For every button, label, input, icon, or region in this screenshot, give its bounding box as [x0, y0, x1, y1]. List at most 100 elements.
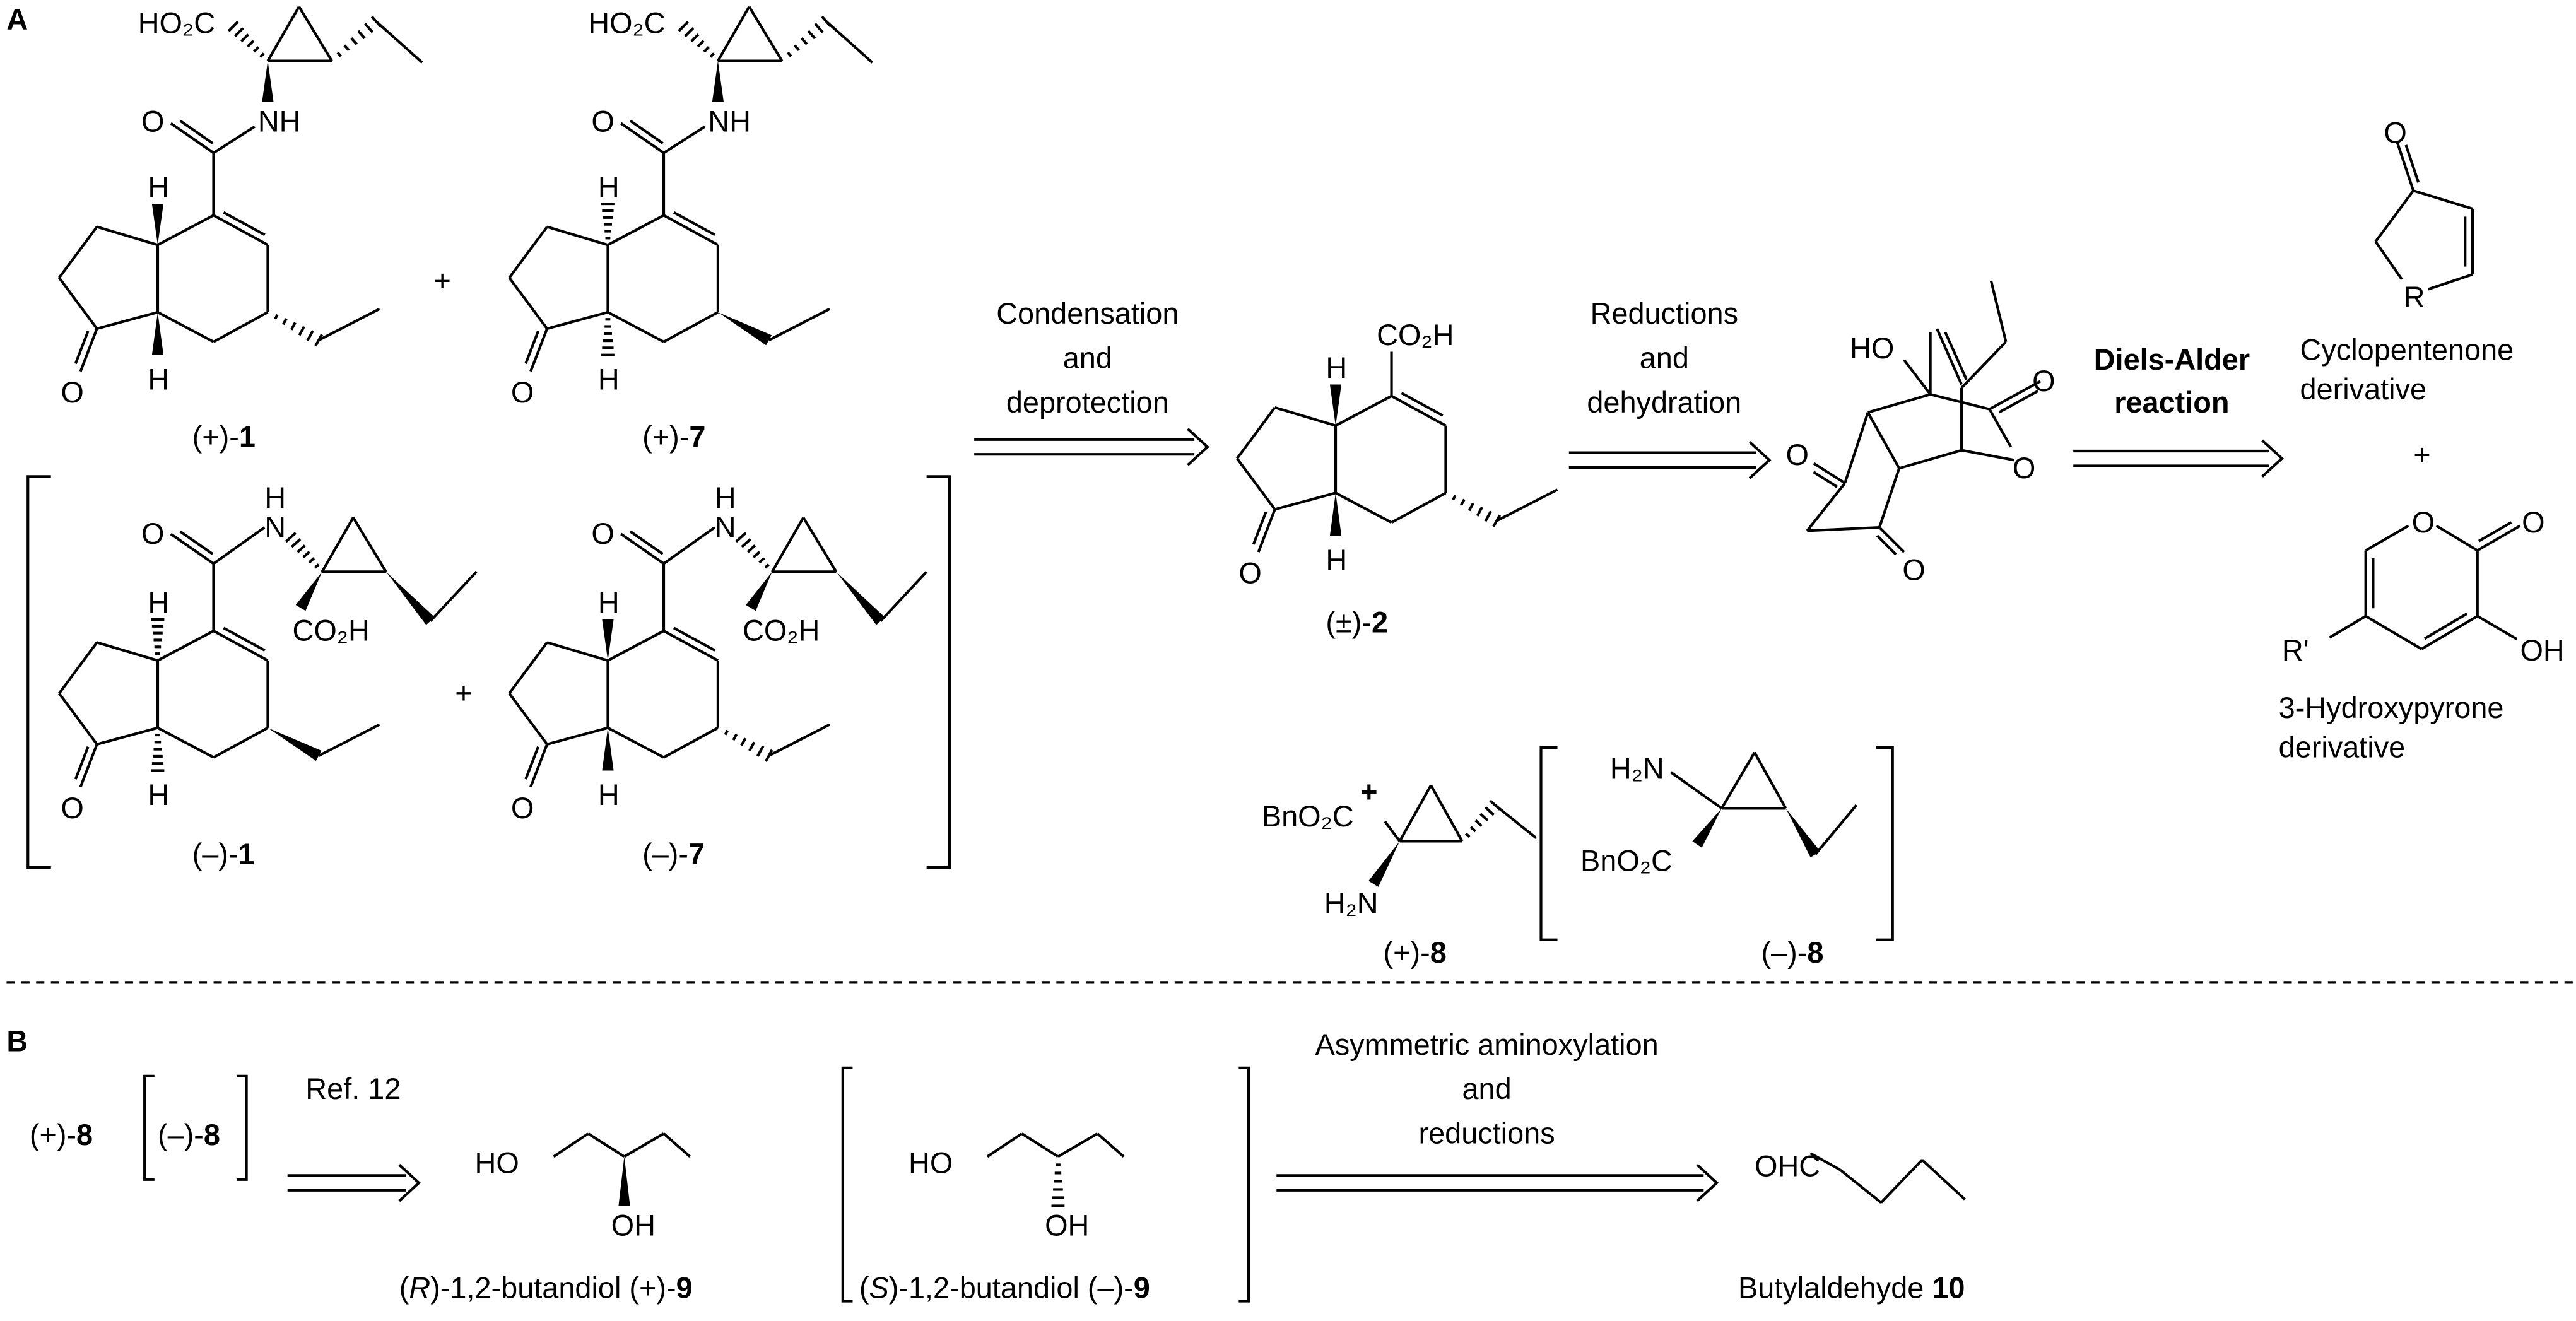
bond [1097, 1132, 1125, 1158]
double-bond [1998, 390, 2039, 414]
bond [318, 723, 380, 757]
arrow-label: and [1063, 341, 1112, 374]
compound-label: (–)-1 [192, 838, 255, 871]
bond [825, 20, 874, 64]
bond [1936, 328, 1963, 385]
wedge-bond [262, 61, 274, 102]
bond [662, 526, 715, 565]
double-bond [74, 746, 90, 780]
bond [375, 20, 423, 64]
bond [2329, 614, 2367, 639]
atom-label: BnO₂C [1580, 844, 1673, 877]
bond [508, 642, 548, 695]
atom-label: R [2404, 281, 2425, 314]
atom-label: O [511, 792, 534, 825]
hash-bond [793, 44, 800, 52]
plus-sign: + [433, 264, 450, 297]
bond [1839, 1168, 1882, 1204]
double-bond [673, 211, 716, 237]
arrow-label: and [1640, 341, 1689, 374]
hash-bond [814, 23, 824, 33]
double-bond [213, 214, 269, 247]
compound-9-plus: HO OH (R)-1,2-butandiol (+)-9 [399, 1146, 693, 1304]
bond [1989, 280, 2008, 343]
bond [1866, 411, 1900, 469]
atom-label: H [148, 363, 169, 396]
bracket [841, 1066, 853, 1303]
bond [2365, 524, 2409, 552]
bond [662, 726, 719, 759]
bond [213, 526, 266, 565]
bond [1384, 820, 1401, 842]
hash-bond [259, 52, 265, 58]
bond [546, 310, 609, 331]
bond [1921, 1159, 1966, 1201]
hash-bond [343, 44, 350, 52]
bond [1021, 1132, 1059, 1158]
wedge-bond [385, 572, 435, 625]
bond [1670, 771, 1723, 810]
bracket [1238, 1066, 1250, 1303]
double-bond [2396, 141, 2415, 191]
hash-bond [308, 557, 315, 564]
bond [546, 726, 609, 746]
bond [662, 125, 706, 155]
double-bond [223, 626, 266, 652]
bond [58, 692, 98, 746]
plus-sign: + [2413, 438, 2430, 471]
bond [607, 214, 664, 247]
bond [298, 6, 333, 62]
hash-bond [732, 733, 738, 741]
bond [1878, 467, 1901, 528]
arrow-label: and [1462, 1072, 1511, 1105]
double-bond [2421, 614, 2478, 650]
atom-label: N [715, 511, 736, 544]
atom-label: H [598, 778, 620, 811]
hash-bond [274, 314, 279, 320]
hash-bond [703, 46, 710, 53]
double-bond [170, 532, 215, 565]
bond [157, 214, 215, 247]
bond [1391, 491, 1447, 524]
bond [1335, 394, 1392, 427]
bond [58, 226, 98, 279]
bracket [1539, 746, 1558, 941]
double-bond [179, 530, 214, 555]
bond [58, 642, 98, 695]
hash-bond [1484, 510, 1492, 522]
atom-label: H₂N [1610, 752, 1664, 785]
bond [213, 726, 269, 759]
arrow-head [2261, 439, 2284, 478]
hash-bond [724, 729, 729, 736]
wedge-bond [602, 619, 614, 660]
double-bond [179, 119, 214, 144]
bond [2374, 190, 2414, 243]
double-bond [662, 630, 719, 662]
bond [1944, 331, 1968, 380]
bond [1867, 393, 1931, 414]
atom-label: O [141, 517, 164, 550]
bracket [26, 475, 51, 869]
atom-label: H [1326, 351, 1347, 384]
bond [1720, 751, 1756, 809]
bond [508, 226, 548, 279]
hash-bond [240, 33, 249, 43]
hash-bond [306, 329, 314, 341]
atom-label: HO [475, 1146, 519, 1179]
atom-label: O [141, 105, 164, 138]
bond [748, 6, 784, 62]
double-bond [673, 626, 716, 652]
hash-bond [253, 46, 260, 53]
hash-bond [290, 322, 297, 331]
bond [157, 630, 215, 662]
atom-label: O [591, 105, 614, 138]
wedge-bond [295, 572, 322, 611]
atom-label: H [148, 778, 169, 811]
lactone-intermediate: HO O O O O [1785, 332, 2055, 587]
wedge-bond [1785, 808, 1821, 858]
bond [2427, 273, 2473, 291]
wedge-bond [151, 312, 164, 355]
bond [318, 307, 380, 342]
bond [1903, 359, 1932, 396]
double-bond [1401, 392, 1444, 417]
